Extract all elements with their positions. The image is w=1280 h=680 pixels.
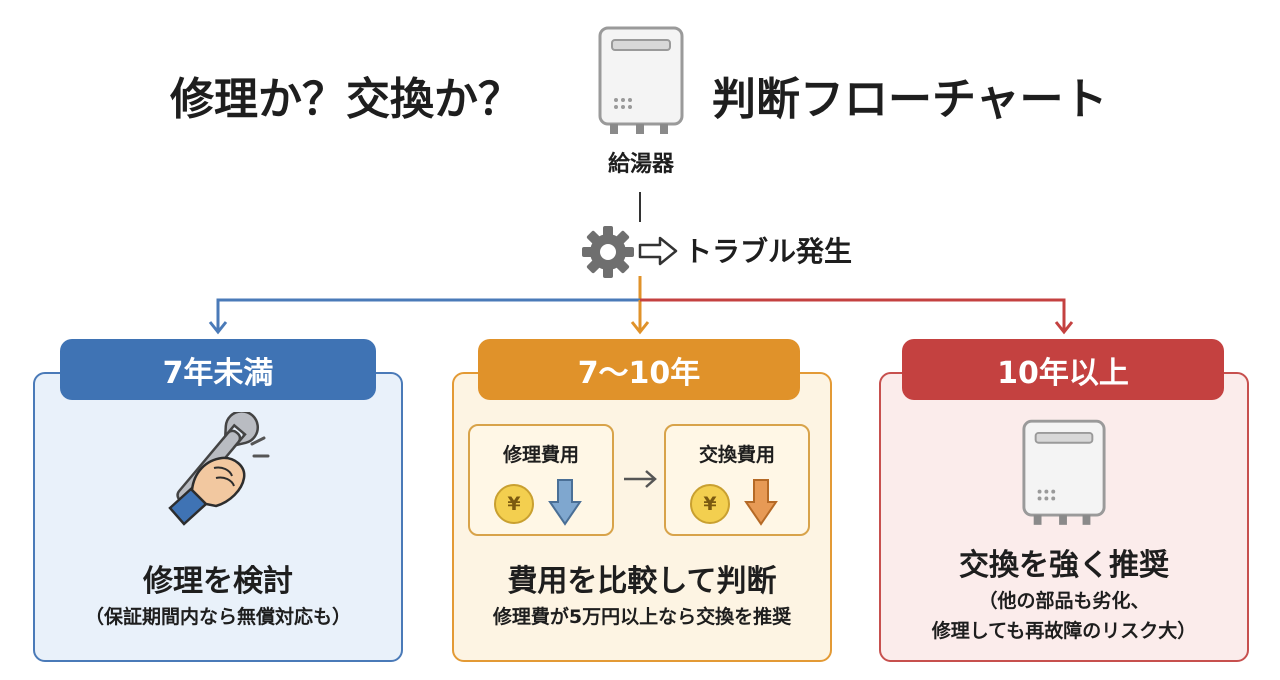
branch-header-over-10: 10年以上 bbox=[902, 339, 1224, 400]
wrench-hand-icon bbox=[168, 412, 270, 526]
branch-header-under-7: 7年未満 bbox=[60, 339, 376, 400]
compare-arrow-icon bbox=[624, 470, 657, 488]
replace-cost-label: 交換費用 bbox=[698, 444, 775, 466]
branch-header-7-to-10: 7〜10年 bbox=[478, 339, 800, 400]
yen-coin-icon: ¥ bbox=[494, 484, 534, 524]
title-right: 判断フローチャート bbox=[712, 74, 1108, 125]
water-heater-icon bbox=[598, 26, 684, 134]
arrowhead-orange bbox=[630, 321, 650, 335]
branch-card-under-7 bbox=[33, 372, 403, 662]
branch-sub-7-to-10: 修理費が5万円以上なら交換を推奨 bbox=[492, 606, 792, 628]
down-arrow-icon-orange bbox=[744, 479, 778, 526]
branch-line-red bbox=[640, 298, 1066, 330]
branch-line-blue bbox=[216, 298, 640, 330]
branch-sub-over-10-line2: 修理しても再故障のリスク大） bbox=[931, 620, 1197, 642]
trouble-label: トラブル発生 bbox=[684, 235, 853, 268]
repair-cost-label: 修理費用 bbox=[502, 444, 579, 466]
heater-label: 給湯器 bbox=[607, 152, 674, 177]
repair-cost-box: 修理費用 ¥ bbox=[468, 424, 614, 536]
branch-main-under-7: 修理を検討 bbox=[143, 564, 293, 599]
branch-sub-over-10-line1: （他の部品も劣化、 bbox=[978, 590, 1150, 612]
branch-main-7-to-10: 費用を比較して判断 bbox=[507, 564, 777, 599]
yen-coin-icon: ¥ bbox=[690, 484, 730, 524]
branch-sub-under-7: （保証期間内なら無償対応も） bbox=[84, 606, 351, 628]
branch-main-over-10: 交換を強く推奨 bbox=[959, 548, 1169, 583]
arrowhead-red bbox=[1054, 321, 1074, 335]
gear-icon bbox=[582, 226, 634, 278]
down-arrow-icon-blue bbox=[548, 479, 582, 526]
title-left: 修理か？交換か？ bbox=[170, 74, 522, 125]
hollow-arrow-icon bbox=[638, 236, 678, 266]
replace-cost-box: 交換費用 ¥ bbox=[664, 424, 810, 536]
water-heater-icon bbox=[1022, 419, 1106, 525]
arrowhead-blue bbox=[208, 321, 228, 335]
